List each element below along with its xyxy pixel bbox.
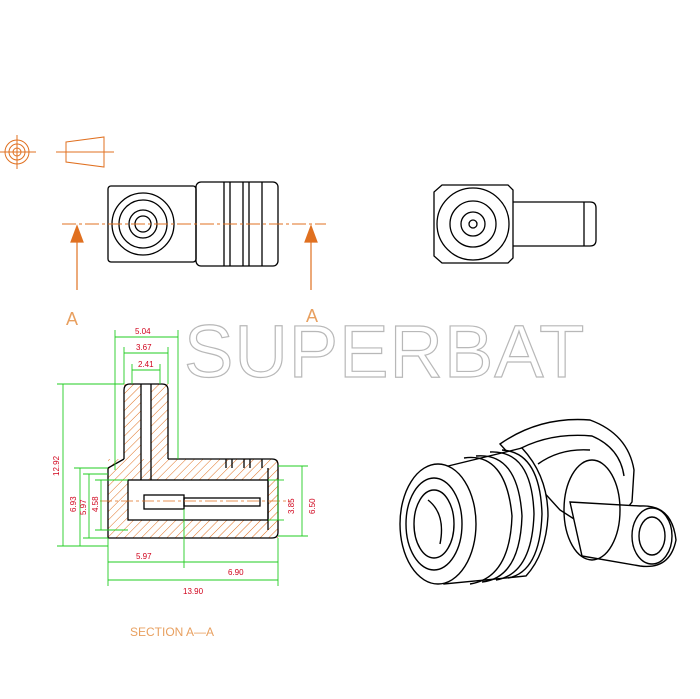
section-view xyxy=(100,383,290,539)
dim-6-50: 6.50 xyxy=(308,498,317,514)
watermark-text: SUPERBAT xyxy=(184,310,585,393)
section-arrows xyxy=(70,224,318,290)
front-view-cable-tube xyxy=(513,201,597,247)
projection-concentric-circles-icon xyxy=(0,135,36,169)
dim-6-93: 6.93 xyxy=(69,496,78,512)
dim-5-97-horizontal: 5.97 xyxy=(136,552,152,561)
dim-4-58: 4.58 xyxy=(91,496,100,512)
dim-6-90: 6.90 xyxy=(228,568,244,577)
section-marker-left: A xyxy=(66,309,78,329)
dim-5-97-vertical: 5.97 xyxy=(79,499,88,515)
dim-3-85: 3.85 xyxy=(287,498,296,514)
dim-2-41: 2.41 xyxy=(138,360,154,369)
dimension-lines xyxy=(57,330,308,586)
dim-12-92: 12.92 xyxy=(52,455,61,476)
isometric-view xyxy=(399,418,677,585)
dim-13-90: 13.90 xyxy=(183,587,204,596)
projection-symbol xyxy=(0,135,114,169)
front-view xyxy=(433,184,597,264)
projection-truncated-cone-icon xyxy=(56,136,114,168)
dim-3-67: 3.67 xyxy=(136,343,152,352)
section-caption: SECTION A—A xyxy=(130,625,214,639)
front-view-housing xyxy=(433,184,514,264)
dim-5-04: 5.04 xyxy=(135,327,151,336)
section-marker-right: A xyxy=(306,306,318,326)
